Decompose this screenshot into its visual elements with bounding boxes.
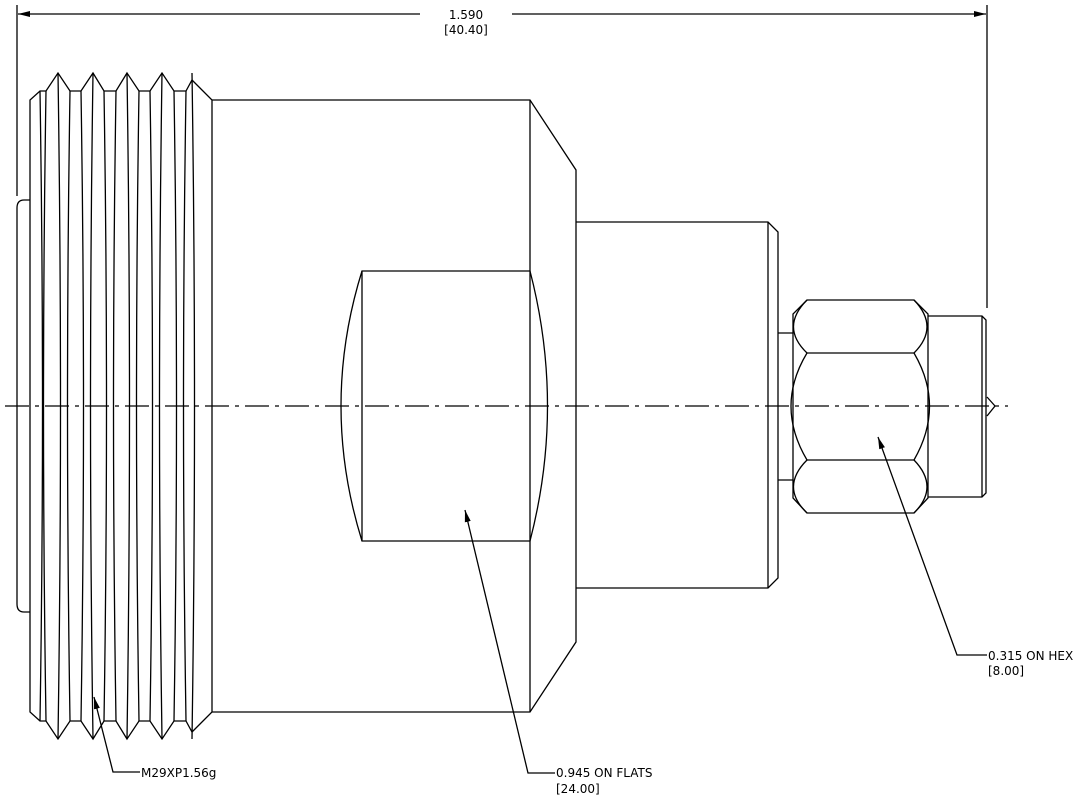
thread-line xyxy=(149,90,154,722)
wrench-flats xyxy=(340,270,549,542)
flats-callout-inch: 0.945 ON FLATS xyxy=(556,766,653,780)
hex-callout-inch: 0.315 ON HEX xyxy=(988,649,1073,663)
thread-line xyxy=(39,90,44,722)
rear-body xyxy=(576,221,793,589)
hex-callout: 0.315 ON HEX [8.00] xyxy=(877,436,1073,678)
thread-callout: M29XP1.56g xyxy=(93,696,216,780)
overall-dimension: 1.590 [40.40] xyxy=(16,5,988,308)
hex-callout-mm: [8.00] xyxy=(988,664,1024,678)
thread-line xyxy=(158,72,163,740)
flats-callout: 0.945 ON FLATS [24.00] xyxy=(464,509,653,796)
thread-line xyxy=(80,90,85,722)
overall-dimension-inch: 1.590 xyxy=(449,8,483,22)
flats-callout-mm: [24.00] xyxy=(556,782,600,796)
overall-dimension-mm: [40.40] xyxy=(444,23,488,37)
hex-nut xyxy=(790,299,931,514)
thread-line xyxy=(191,72,196,740)
thread-line xyxy=(112,90,117,722)
thread-callout-label: M29XP1.56g xyxy=(141,766,216,780)
thread-line xyxy=(42,90,47,722)
